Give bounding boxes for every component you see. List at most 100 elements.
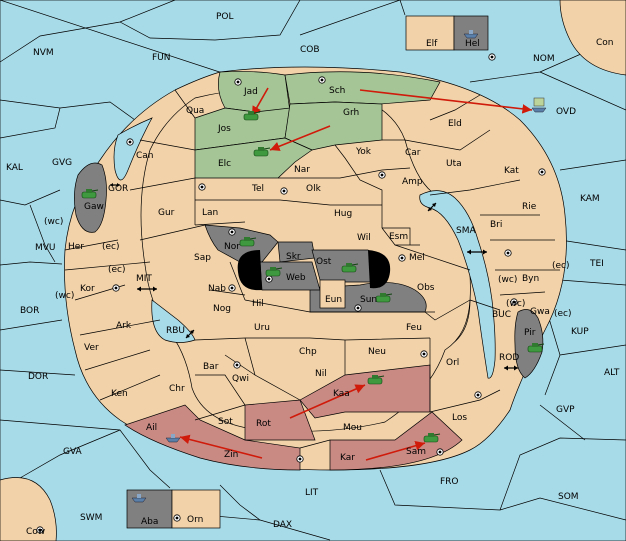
tank-icon [239, 237, 257, 247]
land-eun[interactable] [319, 279, 346, 309]
supply-center-icon [265, 275, 273, 283]
land-con[interactable] [559, 0, 626, 76]
label-amp: Amp [402, 177, 423, 187]
label-wil: Wil [357, 233, 371, 243]
label-gaw: Gaw [84, 202, 104, 212]
label-orn: Orn [187, 515, 203, 525]
label-eld: Eld [448, 119, 462, 129]
label-sot: Sot [218, 417, 233, 427]
land-cow[interactable] [0, 477, 57, 541]
label-orl: Orl [446, 358, 459, 368]
label-can: Can [136, 151, 154, 161]
label-fro: FRO [440, 477, 459, 487]
label-sch: Sch [329, 86, 345, 96]
label-lit: LIT [305, 488, 319, 498]
label-eun: Eun [325, 295, 342, 305]
supply-center-icon [234, 78, 242, 86]
label-mel: Mel [409, 253, 425, 263]
coast-labels: (wc) (ec) (ec) (wc) (wc) (ec) (wc) (ec) [44, 217, 572, 319]
coast-ec-gwa: (ec) [554, 309, 572, 319]
label-obs: Obs [417, 283, 435, 293]
label-byn: Byn [522, 274, 539, 284]
label-som: SOM [558, 492, 579, 502]
label-nil: Nil [315, 369, 327, 379]
supply-center-icon [198, 183, 206, 191]
tank-icon [423, 433, 441, 443]
label-elf: Elf [426, 39, 438, 49]
label-rot: Rot [256, 419, 271, 429]
label-car: Car [405, 148, 421, 158]
label-tel: Tel [251, 184, 264, 194]
label-bri: Bri [490, 220, 502, 230]
supply-center-icon [126, 138, 134, 146]
label-sma: SMA [456, 226, 476, 236]
label-bar: Bar [203, 362, 219, 372]
label-rie: Rie [522, 202, 537, 212]
label-aba: Aba [141, 517, 158, 527]
label-rbu: RBU [166, 326, 185, 336]
coast-ec-byn: (ec) [552, 261, 570, 271]
double-arrow-icon [110, 183, 120, 187]
double-arrow-icon [185, 329, 195, 339]
coast-ec-kor: (ec) [108, 265, 126, 275]
double-arrow-icon [427, 202, 437, 212]
label-ail: Ail [146, 423, 157, 433]
label-uta: Uta [446, 159, 462, 169]
sma-channel[interactable] [419, 190, 496, 379]
gor-channel[interactable] [113, 117, 153, 181]
land-ail-zin[interactable] [124, 404, 301, 471]
label-esm: Esm [389, 232, 408, 242]
land-aba[interactable] [126, 489, 173, 529]
label-nab: Nab [208, 284, 226, 294]
label-yok: Yok [355, 147, 372, 157]
tank-icon [243, 111, 261, 121]
label-her: Her [68, 242, 84, 252]
sea-labels: POL NVM FUN COB NOM Con OVD KAL GVG GOR … [6, 12, 620, 537]
label-hil: Hil [252, 299, 264, 309]
label-elc: Elc [218, 159, 231, 169]
tank-icon [375, 293, 393, 303]
land-rot[interactable] [244, 399, 316, 441]
label-dax: DAX [273, 520, 292, 530]
label-ovd: OVD [556, 107, 576, 117]
label-kam: KAM [580, 194, 600, 204]
label-nom: NOM [533, 54, 555, 64]
label-sap: Sap [194, 253, 211, 263]
label-grh: Grh [343, 108, 359, 118]
coast-ec-her: (ec) [102, 242, 120, 252]
label-buc: BUC [492, 310, 511, 320]
supply-centers [36, 53, 546, 534]
web-black-end [237, 250, 262, 291]
label-ver: Ver [84, 343, 99, 353]
label-skr: Skr [286, 252, 301, 262]
tank-icon [341, 263, 359, 273]
label-gur: Gur [158, 208, 175, 218]
double-arrow-icon [137, 286, 157, 292]
tank-icon [367, 375, 385, 385]
double-arrow-icon [504, 365, 518, 371]
label-mou: Mou [343, 423, 362, 433]
supply-center-icon [420, 350, 428, 358]
land-labels: Elf Hel Jad Sch Qua Jos Grh Eld Can Yok … [68, 39, 550, 527]
land-pir[interactable] [514, 309, 544, 379]
label-olk: Olk [306, 184, 322, 194]
label-uru: Uru [254, 323, 270, 333]
land-orn[interactable] [171, 489, 221, 529]
supply-center-icon [112, 284, 120, 292]
label-chp: Chp [299, 347, 317, 357]
label-pol: POL [216, 12, 234, 22]
supply-center-icon [228, 284, 236, 292]
land-kar-sam[interactable] [329, 411, 463, 471]
label-nor: Nor [224, 242, 240, 252]
supply-center-icon [280, 187, 288, 195]
supply-center-icon [296, 455, 304, 463]
ship-icon [463, 30, 479, 39]
double-arrow-icon [467, 249, 487, 255]
label-rod: ROD [499, 353, 519, 363]
supply-center-icon [488, 53, 496, 61]
label-cow: Cow [26, 527, 45, 537]
label-web: Web [286, 273, 306, 283]
label-kal: KAL [6, 163, 23, 173]
label-fun: FUN [152, 53, 171, 63]
